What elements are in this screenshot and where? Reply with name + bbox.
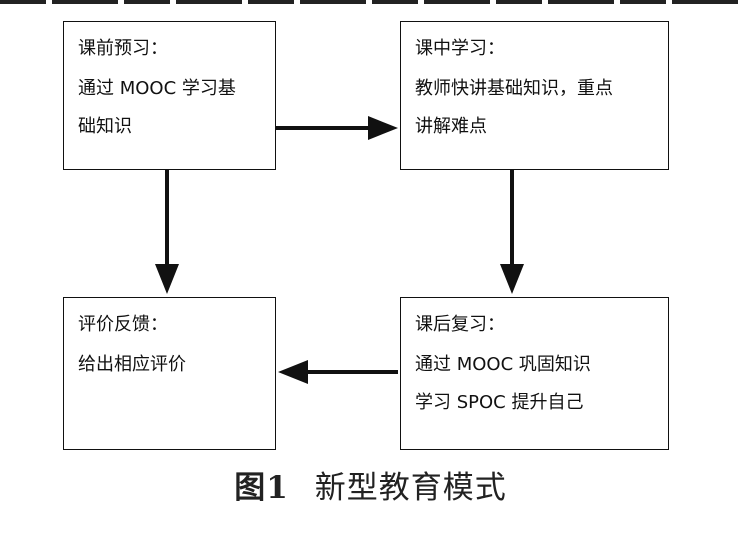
pre-class-line-1: 通过 MOOC 学习基 (78, 78, 236, 99)
post-class-box: 课后复习： 通过 MOOC 巩固知识 学习 SPOC 提升自己 (400, 297, 669, 450)
arrow-right-icon (276, 116, 398, 140)
cropped-text-strip (0, 0, 741, 4)
arrow-down-icon (155, 170, 179, 294)
evaluation-line-1: 给出相应评价 (78, 354, 186, 375)
evaluation-title: 评价反馈： (78, 314, 168, 335)
in-class-line-2: 讲解难点 (415, 116, 487, 137)
in-class-box: 课中学习： 教师快讲基础知识，重点 讲解难点 (400, 21, 669, 170)
in-class-title: 课中学习： (415, 38, 505, 59)
arrow-down-icon (500, 170, 524, 294)
figure-number: 图1 (234, 470, 289, 506)
pre-class-title: 课前预习： (78, 38, 168, 59)
pre-class-line-2: 础知识 (78, 116, 132, 137)
in-class-line-1: 教师快讲基础知识，重点 (415, 78, 613, 99)
evaluation-box: 评价反馈： 给出相应评价 (63, 297, 276, 450)
post-class-line-1: 通过 MOOC 巩固知识 (415, 354, 591, 375)
figure-title: 新型教育模式 (314, 470, 507, 506)
figure-caption: 图1 新型教育模式 (0, 468, 741, 508)
post-class-title: 课后复习： (415, 314, 505, 335)
post-class-line-2: 学习 SPOC 提升自己 (415, 392, 584, 413)
arrow-left-icon (278, 360, 398, 384)
pre-class-box: 课前预习： 通过 MOOC 学习基 础知识 (63, 21, 276, 170)
